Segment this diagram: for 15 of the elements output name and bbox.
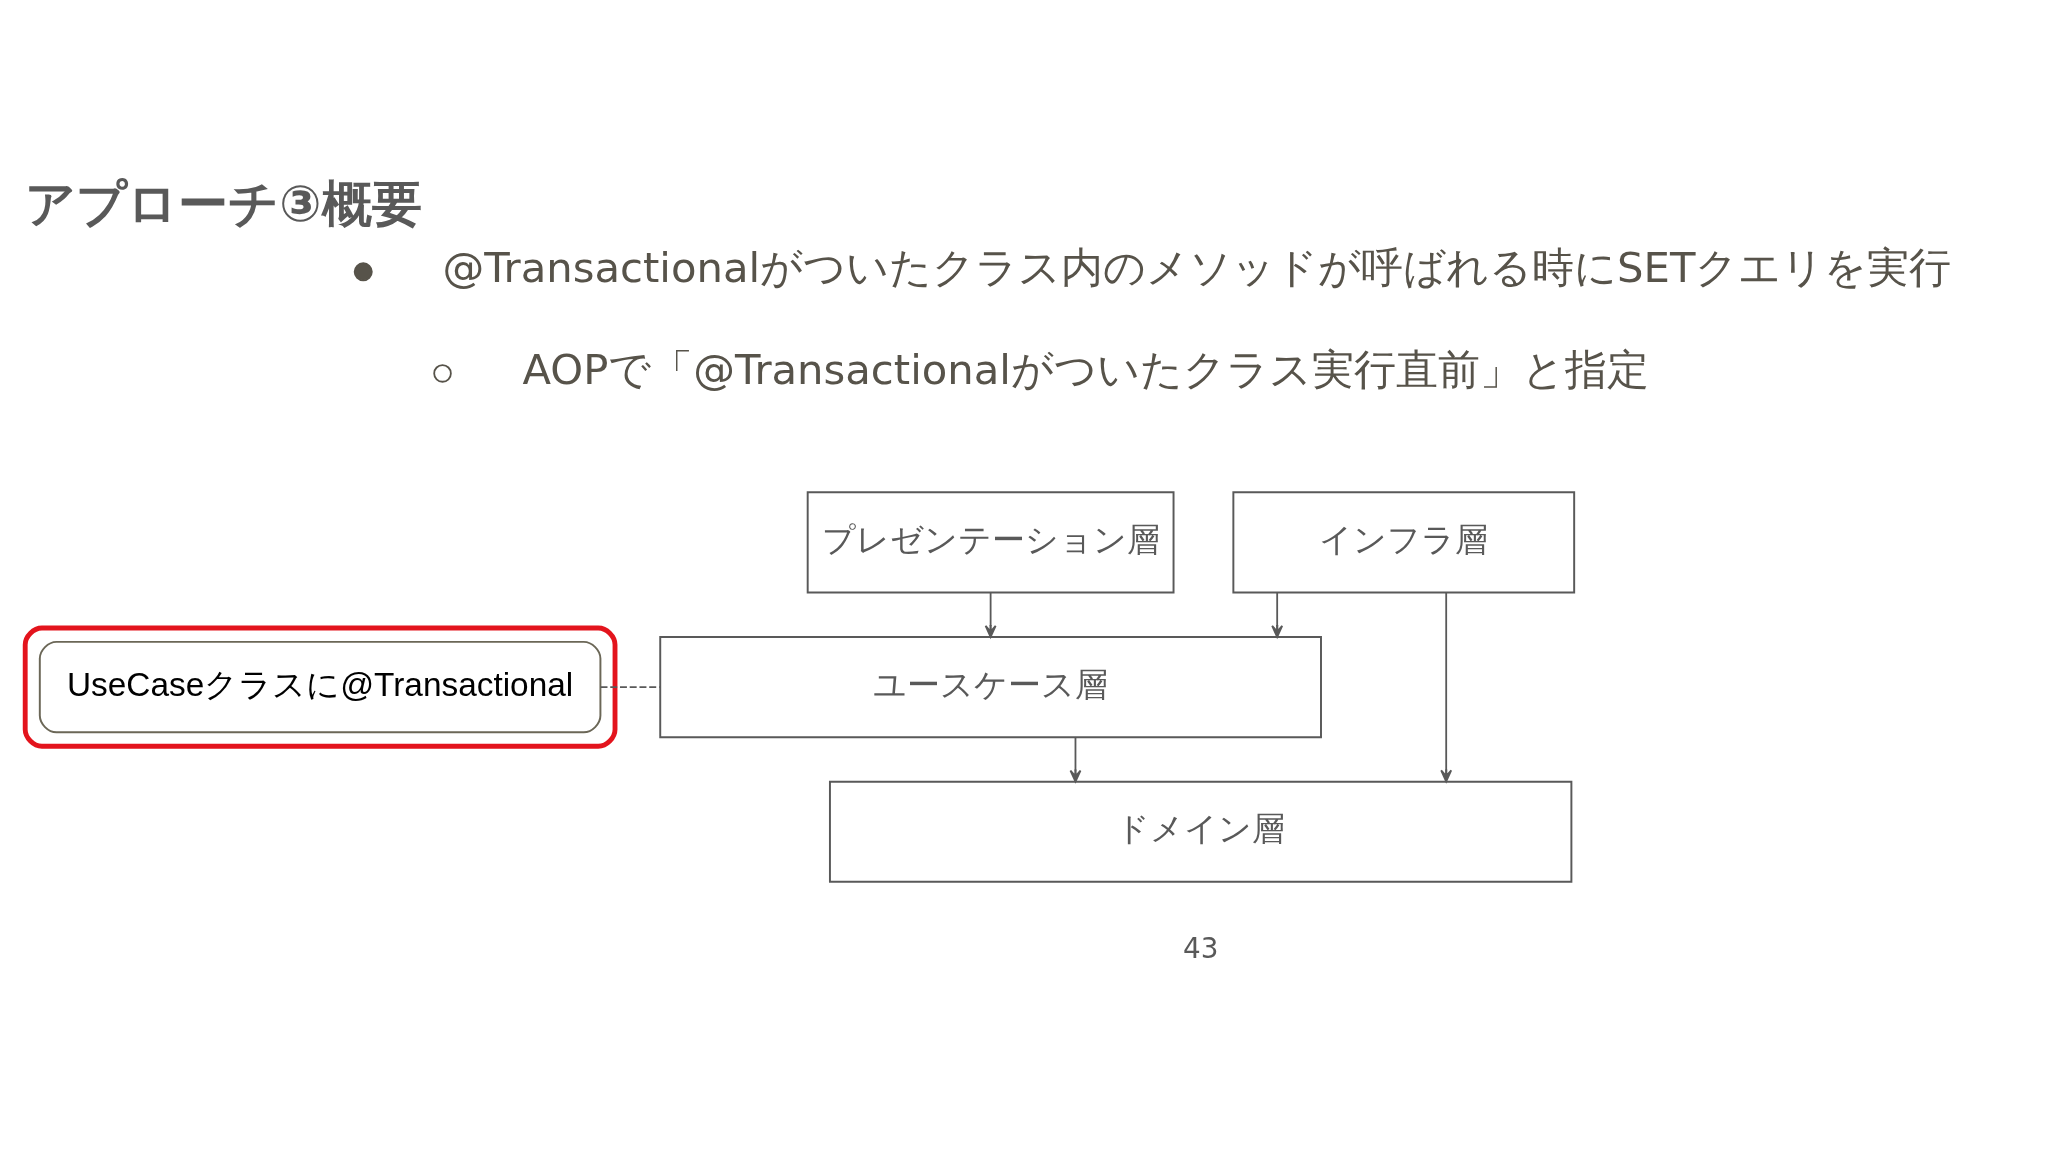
diagram-title: アプローチ③概要 [25, 174, 422, 233]
arrow [1069, 735, 1082, 783]
node-box: プレゼンテーション層 [806, 490, 1175, 593]
arrow [984, 591, 997, 638]
label: @Transactionalがついたクラス内のメソッドが呼ばれる時にSETクエリを実行 [442, 242, 1952, 292]
arrow [1440, 591, 1453, 782]
label: 43 [1182, 931, 1219, 965]
cluster [22, 625, 618, 749]
node-box: インフラ層 [1232, 490, 1576, 593]
node-box: ユースケース層 [659, 635, 1322, 738]
node-box: ドメイン層 [828, 780, 1573, 883]
connector [599, 685, 661, 688]
label: AOPで「@Transactionalがついたクラス実行直前」と指定 [522, 344, 1649, 394]
node-box: UseCaseクラスに@Transactional [38, 640, 602, 733]
arrow [1271, 591, 1284, 638]
